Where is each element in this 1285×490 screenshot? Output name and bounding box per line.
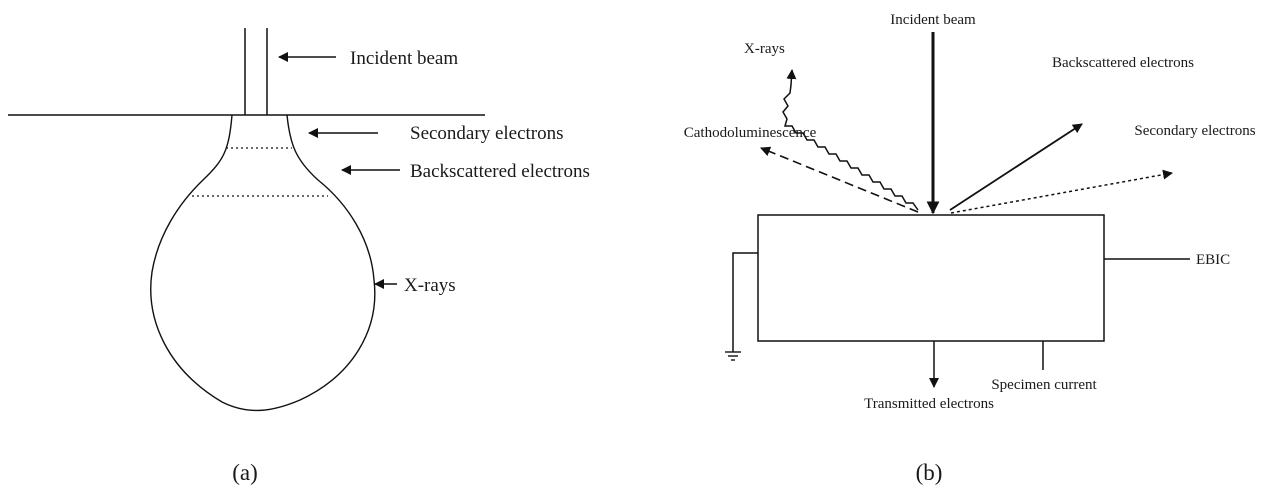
incident-beam-label: Incident beam	[890, 12, 976, 28]
ground-icon	[725, 253, 758, 360]
specimen-current-label: Specimen current	[991, 377, 1097, 393]
backscattered-electrons-label: Backscattered electrons	[410, 161, 590, 182]
ebic-label: EBIC	[1196, 252, 1230, 268]
secondary-electrons-arrow	[951, 173, 1172, 213]
interaction-volume	[151, 115, 375, 410]
x-rays-label: X-rays	[744, 41, 785, 57]
incident-beam-label: Incident beam	[350, 48, 458, 69]
panel-b: Incident beam X-rays Backscattered elect…	[684, 12, 1256, 485]
panel-b-caption: (b)	[916, 460, 943, 485]
transmitted-electrons-label: Transmitted electrons	[864, 396, 994, 412]
cathodoluminescence-label: Cathodoluminescence	[684, 125, 817, 141]
cathodoluminescence-arrow	[761, 148, 918, 212]
backscattered-electrons-arrow	[950, 124, 1082, 210]
backscattered-electrons-label: Backscattered electrons	[1052, 55, 1194, 71]
specimen-block	[758, 215, 1104, 341]
x-rays-label: X-rays	[404, 275, 456, 296]
panel-a-caption: (a)	[232, 460, 258, 485]
secondary-electrons-label: Secondary electrons	[410, 123, 564, 144]
panel-a: Incident beam Secondary electrons Backsc…	[8, 28, 590, 485]
secondary-electrons-label: Secondary electrons	[1134, 123, 1255, 139]
